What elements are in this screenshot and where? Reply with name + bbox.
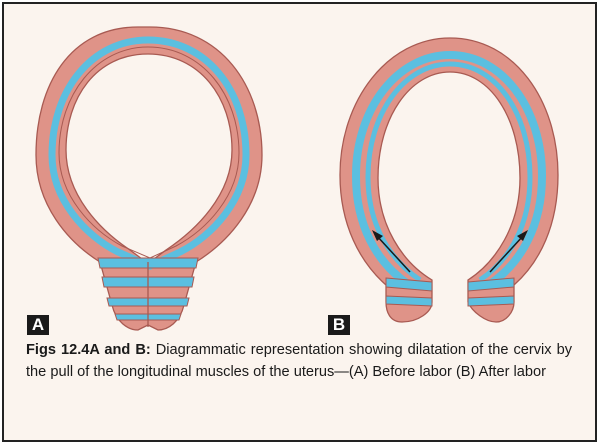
uterus-wall-b bbox=[340, 38, 558, 322]
uterus-before-labor bbox=[36, 27, 262, 330]
panel-label-a: A bbox=[27, 315, 49, 335]
uterus-after-labor bbox=[340, 38, 558, 322]
figure-caption: Figs 12.4A and B: Diagrammatic represent… bbox=[26, 339, 572, 383]
caption-lead: Figs 12.4A and B: bbox=[26, 342, 151, 358]
panel-label-b: B bbox=[328, 315, 350, 335]
